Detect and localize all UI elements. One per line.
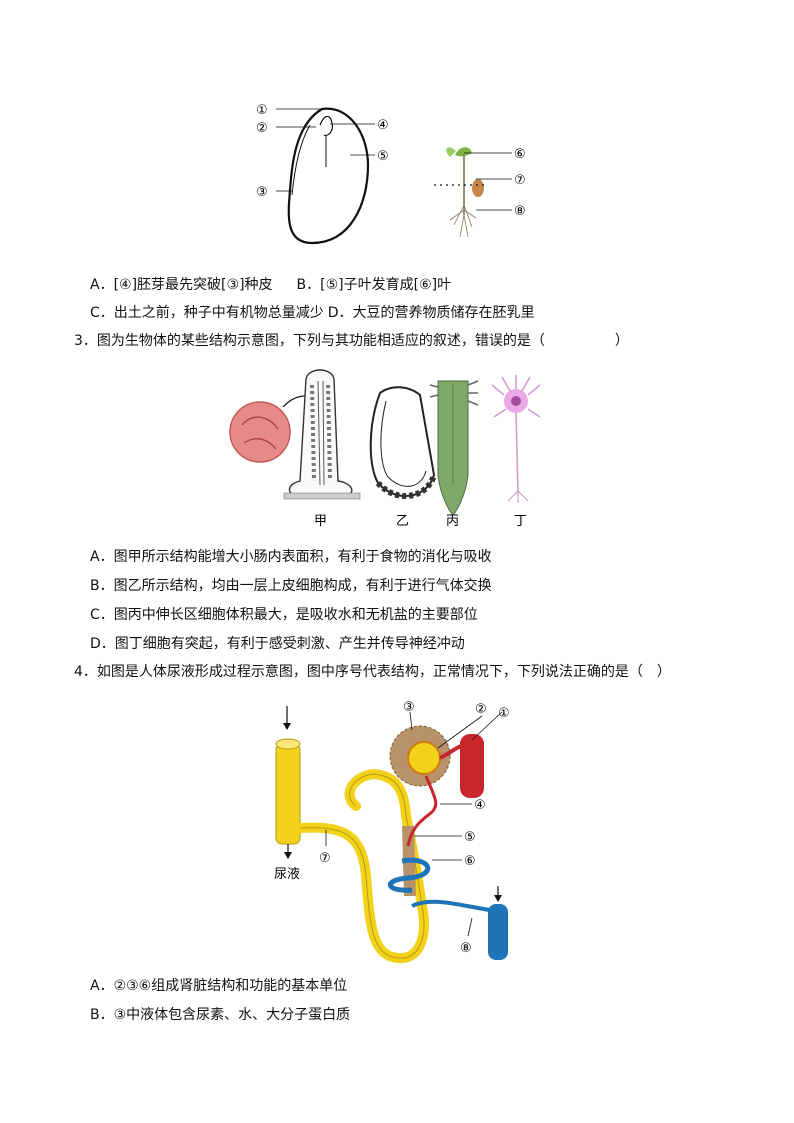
caption-jia: 甲 (314, 514, 327, 529)
nephron-label-5: ⑤ (464, 830, 476, 845)
q3-option-a: A．图甲所示结构能增大小肠内表面积，有利于食物的消化与吸收 (90, 549, 492, 565)
nephron-label-3: ③ (403, 700, 415, 715)
q2-option-b: B．[⑤]子叶发育成[⑥]叶 (296, 277, 452, 293)
urine-label: 尿液 (274, 867, 300, 882)
q2-option-a: A．[④]胚芽最先突破[③]种皮 (90, 277, 273, 293)
glomerulus (407, 741, 441, 775)
q4-option-a: A．②③⑥组成肾脏结构和功能的基本单位 (90, 978, 348, 994)
seedling-label-6: ⑥ (514, 147, 526, 162)
q3-option-d: D．图丁细胞有突起，有利于感受刺激、产生并传导神经冲动 (90, 636, 465, 652)
renal-artery (460, 734, 484, 798)
seed-label-5: ⑤ (377, 149, 389, 164)
collecting-duct (275, 706, 301, 859)
nephron-label-7: ⑦ (319, 851, 331, 866)
nephron-label-2: ② (475, 702, 487, 717)
structures-figure: 甲 乙 丙 丁 (229, 369, 541, 529)
seed-label-3: ③ (256, 185, 268, 200)
embryo-bud (319, 115, 333, 136)
seed-outline (287, 107, 370, 245)
seedling-label-7: ⑦ (514, 173, 526, 188)
seed-label-1: ① (256, 103, 268, 118)
seed-label-2: ② (256, 121, 268, 136)
villus-illustration (229, 369, 361, 500)
nephron-label-1: ① (498, 706, 510, 721)
nephron-label-4: ④ (474, 798, 486, 813)
caption-ding: 丁 (514, 514, 527, 529)
q4-option-b: B．③中液体包含尿素、水、大分子蛋白质 (90, 1007, 351, 1023)
q3-option-c: C．图丙中伸长区细胞体积最大，是吸收水和无机盐的主要部位 (90, 607, 478, 623)
renal-vein (488, 904, 508, 960)
q3-stem: 3．图为生物体的某些结构示意图，下列与其功能相适应的叙述，错误的是（ ） (74, 333, 629, 349)
q2-option-c: C．出土之前，种子中有机物总量减少 (90, 305, 324, 321)
q2-option-row-1: A．[④]胚芽最先突破[③]种皮 B．[⑤]子叶发育成[⑥]叶 (90, 275, 451, 295)
seed-label-4: ④ (377, 118, 389, 133)
q4-stem: 4．如图是人体尿液形成过程示意图，图中序号代表结构，正常情况下，下列说法正确的是… (74, 664, 671, 680)
seedling-label-8: ⑧ (514, 204, 526, 219)
caption-yi: 乙 (396, 514, 409, 529)
seedling-illustration (446, 147, 484, 238)
nephron-label-8: ⑧ (460, 941, 472, 956)
root-tip-illustration (429, 380, 479, 516)
caption-bing: 丙 (446, 514, 459, 529)
nephron-figure: ③ ② ① ④ ⑤ ⑥ ⑦ ⑧ 尿液 (274, 700, 510, 964)
seed-figure: ① ② ③ ④ ⑤ ⑥ ⑦ ⑧ (256, 103, 526, 245)
seed-coat-inner (291, 124, 311, 196)
q2-option-d: D．大豆的营养物质储存在胚乳里 (327, 305, 535, 321)
q3-option-b: B．图乙所示结构，均由一层上皮细胞构成，有利于进行气体交换 (90, 578, 492, 594)
alveolus-illustration (369, 386, 437, 500)
nephron-label-6: ⑥ (464, 854, 476, 869)
neuron-illustration (491, 375, 541, 503)
